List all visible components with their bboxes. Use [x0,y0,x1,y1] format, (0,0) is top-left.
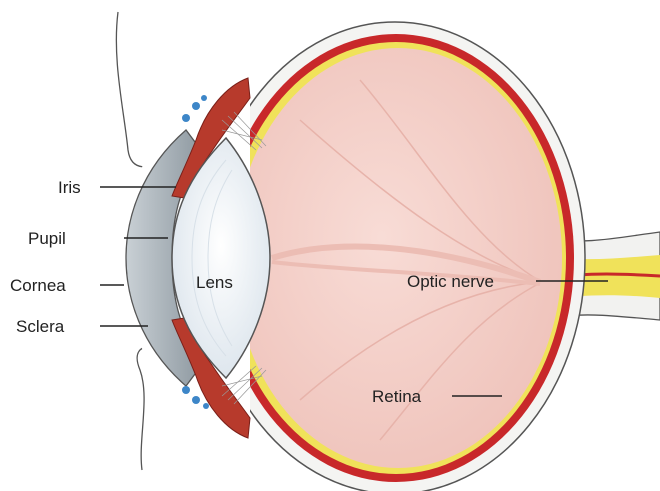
label-iris: Iris [58,178,81,197]
label-retina: Retina [372,387,422,406]
label-cornea: Cornea [10,276,66,295]
label-lens: Lens [196,273,233,292]
label-optic-nerve: Optic nerve [407,272,494,291]
label-pupil: Pupil [28,229,66,248]
label-sclera: Sclera [16,317,65,336]
